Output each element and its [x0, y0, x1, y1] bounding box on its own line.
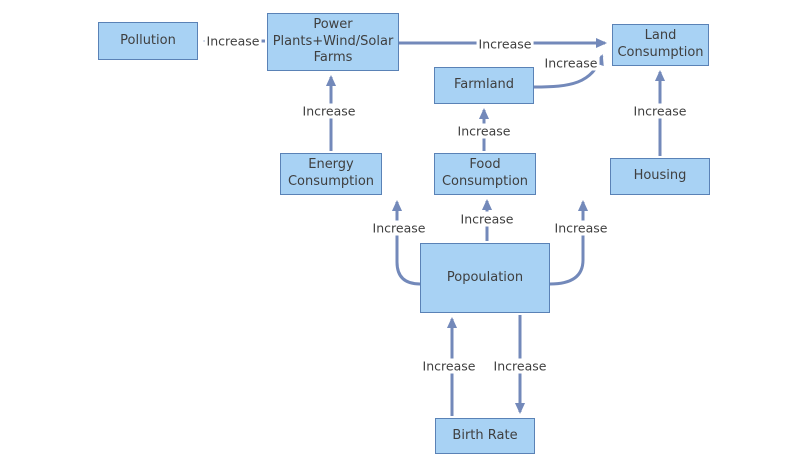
edge-label-food-to-farmland: Increase — [455, 123, 513, 139]
node-population-label: Popoulation — [446, 269, 524, 285]
edge-label-population-to-energy: Increase — [370, 220, 428, 236]
node-pollution: Pollution — [98, 22, 198, 60]
node-land-consumption-label: Land Consumption — [617, 28, 704, 60]
edge-label-power-plants-to-pollution: Increase — [204, 33, 262, 49]
edge-label-energy-to-power-plants: Increase — [300, 103, 358, 119]
node-power-plants-label: Power Plants+Wind/Solar Farms — [272, 16, 394, 66]
edge-label-population-to-food: Increase — [458, 211, 516, 227]
edge-label-housing-to-land-consumption: Increase — [631, 103, 689, 119]
node-power-plants: Power Plants+Wind/Solar Farms — [267, 13, 399, 71]
node-farmland-label: Farmland — [453, 77, 515, 93]
node-population: Popoulation — [420, 243, 550, 313]
node-energy-consumption: Energy Consumption — [280, 153, 382, 195]
arrow-population-to-housing — [549, 199, 589, 286]
edge-label-power-plants-to-land-consumption: Increase — [476, 36, 534, 52]
edge-label-birth-rate-to-population: Increase — [420, 358, 478, 374]
edge-label-population-to-birth-rate: Increase — [491, 358, 549, 374]
node-pollution-label: Pollution — [120, 32, 176, 48]
node-land-consumption: Land Consumption — [612, 24, 709, 66]
node-farmland: Farmland — [434, 67, 534, 104]
node-housing-label: Housing — [633, 168, 687, 184]
node-housing: Housing — [610, 158, 710, 195]
node-birth-rate-label: Birth Rate — [452, 427, 518, 443]
node-food-consumption-label: Food Consumption — [441, 157, 529, 189]
node-food-consumption: Food Consumption — [434, 153, 536, 195]
node-energy-consumption-label: Energy Consumption — [287, 157, 375, 189]
node-birth-rate: Birth Rate — [435, 418, 535, 454]
edge-label-farmland-to-land-consumption: Increase — [542, 55, 600, 71]
arrow-population-to-energy-consumption — [391, 199, 421, 286]
edge-label-population-to-housing: Increase — [552, 220, 610, 236]
